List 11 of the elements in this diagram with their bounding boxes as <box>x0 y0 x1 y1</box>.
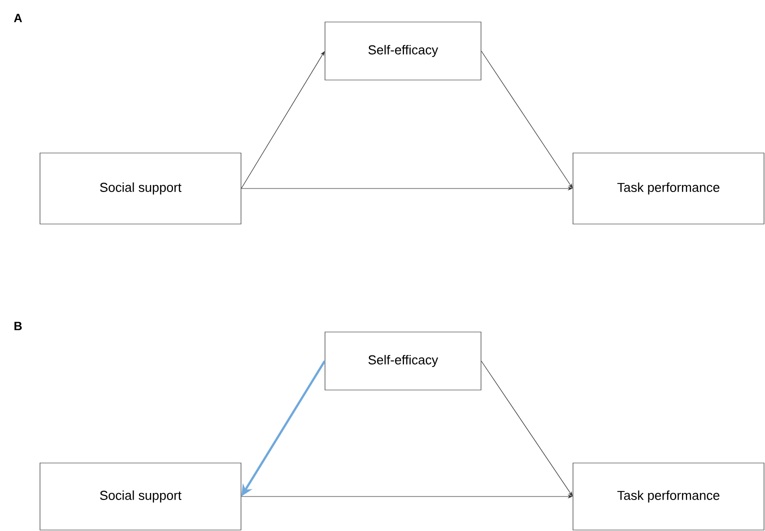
arrow <box>481 50 573 188</box>
variable-box: Social support <box>40 152 242 224</box>
variable-box: Social support <box>40 462 242 530</box>
panel-label: A <box>14 14 22 22</box>
variable-box: Task performance <box>572 152 764 224</box>
arrow <box>241 51 325 189</box>
panel-label: B <box>14 322 22 330</box>
variable-box: Task performance <box>572 462 764 530</box>
variable-box: Self-efficacy <box>324 332 482 390</box>
variable-box: Self-efficacy <box>324 22 482 80</box>
arrow <box>481 360 573 496</box>
